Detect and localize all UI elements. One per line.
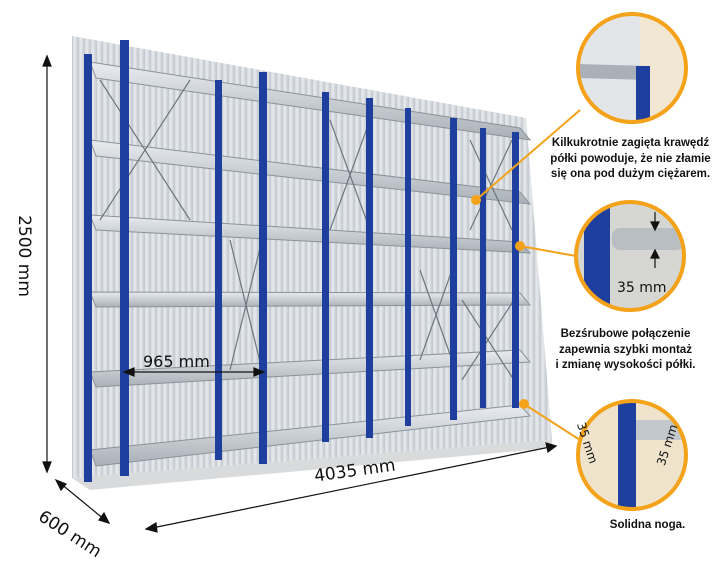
height-dimension-label: 2500 mm	[14, 215, 34, 297]
detail-boltless-connection-photo	[574, 200, 686, 312]
detail-2-measurement: 35 mm	[617, 280, 667, 296]
shelving-illustration	[42, 12, 688, 533]
floor	[72, 440, 552, 490]
uprights	[84, 40, 519, 482]
cross-bracing	[99, 79, 515, 381]
callout-connectors	[471, 109, 581, 441]
caption-line: się ona pod dużym ciężarem.	[550, 168, 711, 181]
caption-line: Solidna noga.	[609, 519, 686, 531]
caption-line: półki powoduje, że nie złamie	[550, 152, 711, 165]
detail-foot-photo	[576, 399, 688, 511]
detail-2-caption: Bezśrubowe połączenie zapewnia szybki mo…	[538, 327, 713, 374]
detail-3-caption: Solidna noga.	[560, 518, 720, 534]
dimension-lines	[42, 54, 558, 533]
caption-line: zapewnia szybki montaż	[559, 343, 692, 356]
caption-line: i zmianę wysokości półki.	[555, 359, 696, 372]
caption-line: Kilkukrotnie zagięta krawędź	[551, 137, 710, 149]
caption-line: Bezśrubowe połączenie	[560, 328, 691, 340]
detail-1-caption: Kilkukrotnie zagięta krawędź półki powod…	[543, 136, 718, 183]
detail-shelf-edge-photo	[576, 12, 688, 124]
bay-width-dimension-label: 965 mm	[143, 352, 210, 371]
